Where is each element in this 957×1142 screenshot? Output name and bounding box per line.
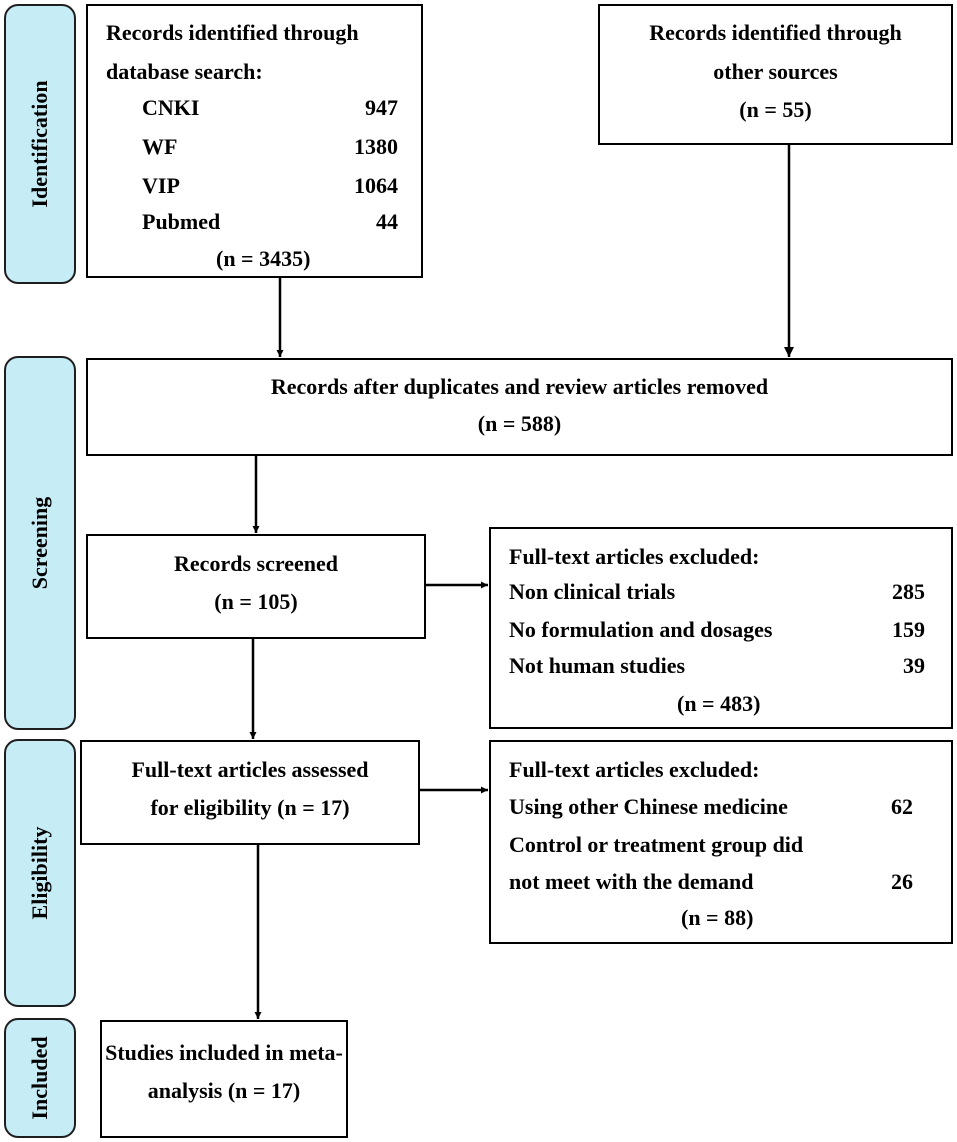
- database-search-title-line1: Records identified through: [106, 20, 359, 45]
- stage-identification: Identification: [4, 4, 76, 284]
- source-name: CNKI: [142, 95, 200, 120]
- records-screened-line1: Records screened: [174, 551, 338, 576]
- exclusion-reason-label: No formulation and dosages: [509, 617, 773, 642]
- database-search-title-line2: database search:: [106, 59, 263, 84]
- excluded-eligibility-title: Full-text articles excluded:: [509, 757, 760, 782]
- exclusion-reason-count: 159: [892, 617, 925, 642]
- other-sources-line2: other sources: [713, 59, 838, 84]
- exclusion-reason-count: 285: [892, 579, 925, 604]
- after-duplicates-total: (n = 588): [477, 411, 562, 436]
- after-duplicates-line1: Records after duplicates and review arti…: [270, 374, 769, 399]
- assessed-eligibility-box: Full-text articles assessed for eligibil…: [80, 740, 420, 845]
- included-studies-line2: analysis (n = 17): [147, 1078, 301, 1103]
- excluded-screening-title: Full-text articles excluded:: [509, 544, 760, 569]
- exclusion-reason-count: 62: [891, 794, 913, 819]
- database-search-box: Records identified through database sear…: [86, 4, 423, 278]
- included-studies-box: Studies included in meta- analysis (n = …: [100, 1020, 348, 1138]
- excluded-screening-box: Full-text articles excluded: Non clinica…: [489, 527, 953, 729]
- other-sources-line1: Records identified through: [649, 20, 902, 45]
- other-sources-box: Records identified through other sources…: [598, 4, 953, 145]
- exclusion-reason-label: Not human studies: [509, 653, 686, 678]
- records-screened-total: (n = 105): [214, 589, 298, 614]
- exclusion-reason-label: Using other Chinese medicine: [509, 794, 788, 819]
- database-search-total: (n = 3435): [216, 246, 311, 271]
- assessed-eligibility-line2: for eligibility (n = 17): [150, 795, 350, 820]
- exclusion-reason-label-line2: not meet with the demand: [509, 869, 754, 894]
- exclusion-reason-count: 39: [903, 653, 925, 678]
- source-name: WF: [142, 134, 178, 159]
- excluded-eligibility-total: (n = 88): [681, 905, 754, 930]
- records-screened-box: Records screened (n = 105): [86, 534, 426, 639]
- source-count: 44: [376, 209, 398, 234]
- stage-screening: Screening: [4, 356, 76, 730]
- source-count: 947: [365, 95, 398, 120]
- source-name: VIP: [142, 173, 180, 198]
- excluded-screening-total: (n = 483): [677, 691, 761, 716]
- stage-eligibility: Eligibility: [4, 739, 76, 1007]
- other-sources-total: (n = 55): [739, 97, 812, 122]
- exclusion-reason-count: 26: [891, 869, 913, 894]
- included-studies-line1: Studies included in meta-: [105, 1040, 343, 1065]
- source-name: Pubmed: [142, 209, 221, 234]
- stage-included: Included: [4, 1018, 76, 1138]
- exclusion-reason-label: Non clinical trials: [509, 579, 676, 604]
- after-duplicates-box: Records after duplicates and review arti…: [86, 358, 953, 456]
- excluded-eligibility-box: Full-text articles excluded: Using other…: [489, 740, 953, 944]
- exclusion-reason-label-line1: Control or treatment group did: [509, 832, 804, 857]
- assessed-eligibility-line1: Full-text articles assessed: [131, 757, 369, 782]
- source-count: 1380: [354, 134, 398, 159]
- source-count: 1064: [354, 173, 398, 198]
